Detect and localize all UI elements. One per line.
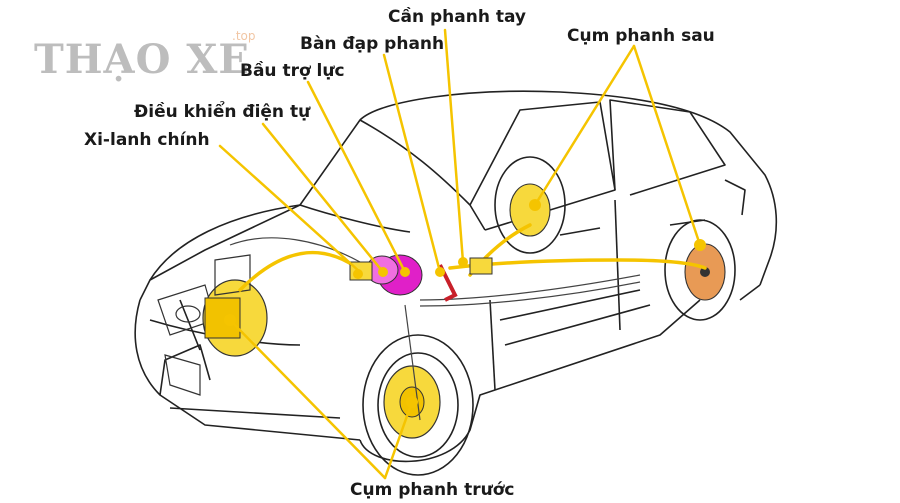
- brake-pedal-part: [438, 264, 458, 302]
- label-electronic-control: Điều khiển điện tự: [134, 102, 311, 122]
- car-body-outline: [134, 90, 778, 463]
- brake-booster-part: [365, 254, 423, 296]
- watermark-suffix: .top: [232, 29, 256, 43]
- watermark-logo: THẠO XE: [34, 36, 250, 83]
- front-left-brake: [202, 254, 268, 357]
- callout-dots: [224, 199, 706, 408]
- parking-brake-part: [469, 257, 493, 275]
- label-brake-pedal: Bàn đạp phanh: [300, 34, 445, 54]
- pipes: [229, 237, 641, 421]
- label-rear-brake-assembly: Cụm phanh sau: [567, 26, 715, 46]
- label-front-brake-assembly: Cụm phanh trước: [350, 480, 515, 500]
- label-parking-brake-lever: Cần phanh tay: [388, 7, 526, 27]
- callout-lines: [218, 28, 702, 480]
- label-master-cylinder: Xi-lanh chính: [84, 130, 210, 150]
- label-brake-booster: Bầu trợ lực: [240, 61, 345, 81]
- wheels: [362, 156, 736, 476]
